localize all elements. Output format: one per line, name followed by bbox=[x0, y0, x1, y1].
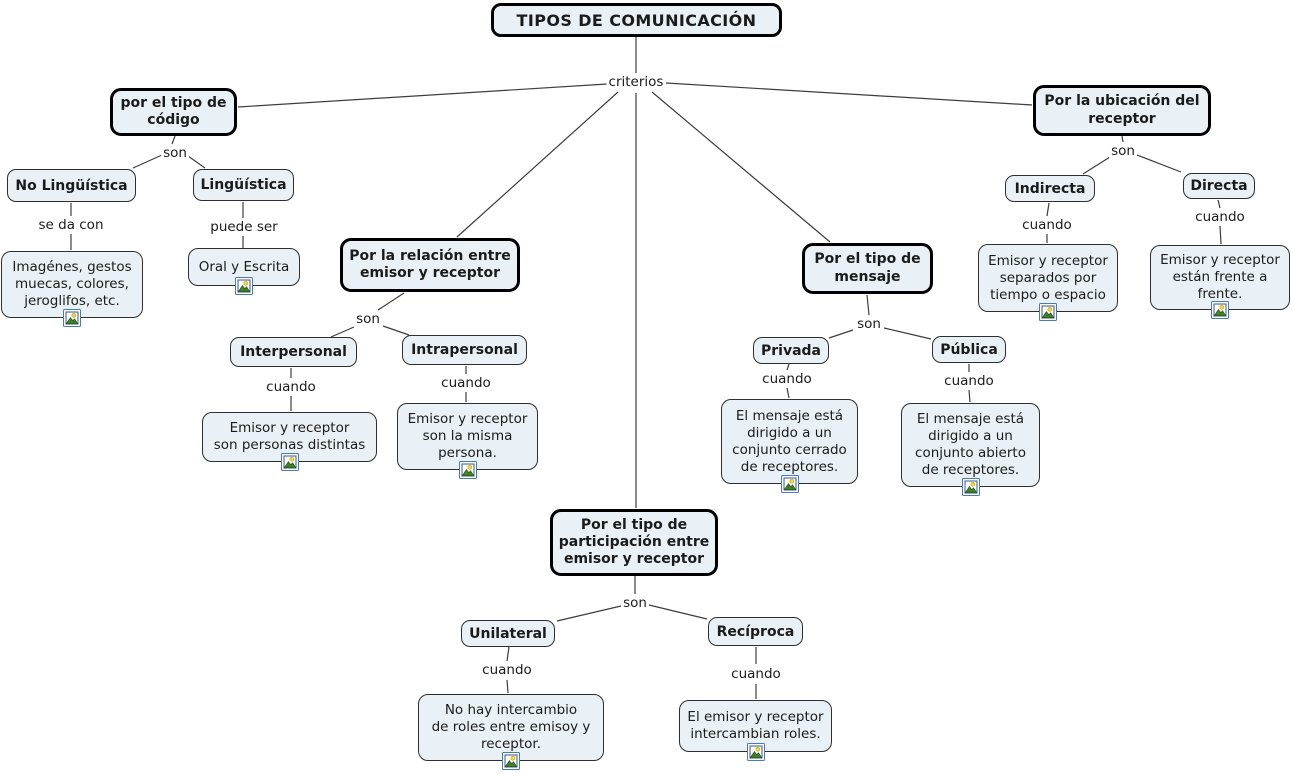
concept-label: por el tipo de código bbox=[120, 94, 227, 128]
desc-label: Emisor y receptor separados por tiempo o… bbox=[988, 252, 1108, 303]
name-label: Unilateral bbox=[469, 625, 547, 642]
node-privada[interactable]: Privada bbox=[753, 337, 829, 364]
link-label-reciproca-cuando[interactable]: cuando bbox=[729, 666, 783, 683]
image-resource-icon[interactable] bbox=[235, 277, 253, 295]
node-personas-distintas[interactable]: Emisor y receptor son personas distintas bbox=[202, 412, 377, 471]
map-title-label: TIPOS DE COMUNICACIÓN bbox=[516, 10, 757, 30]
node-no-linguistica[interactable]: No Lingüística bbox=[7, 169, 136, 202]
image-resource-icon[interactable] bbox=[780, 475, 799, 493]
name-label: Recíproca bbox=[716, 623, 795, 640]
desc-label: El emisor y receptor intercambian roles. bbox=[687, 709, 824, 742]
name-label: Pública bbox=[940, 341, 998, 358]
name-label: Directa bbox=[1190, 178, 1248, 194]
node-por-la-relacion[interactable]: Por la relación entre emisor y receptor bbox=[340, 238, 520, 292]
link-label-directa-cuando[interactable]: cuando bbox=[1193, 209, 1247, 226]
node-reciproca[interactable]: Recíproca bbox=[708, 617, 803, 646]
node-indirecta[interactable]: Indirecta bbox=[1005, 175, 1095, 202]
desc-label: El mensaje está dirigido a un conjunto a… bbox=[915, 411, 1026, 478]
image-resource-icon[interactable] bbox=[280, 453, 299, 471]
node-map-title[interactable]: TIPOS DE COMUNICACIÓN bbox=[491, 3, 782, 37]
link-label-mensaje-son[interactable]: son bbox=[855, 316, 883, 333]
image-resource-icon[interactable] bbox=[1039, 303, 1057, 321]
concept-label: Por el tipo de mensaje bbox=[814, 251, 921, 285]
image-resource-icon[interactable] bbox=[502, 752, 520, 770]
node-por-el-tipo-de-participacion[interactable]: Por el tipo de participación entre emiso… bbox=[550, 509, 718, 576]
node-misma-persona[interactable]: Emisor y receptor son la misma persona. bbox=[397, 403, 538, 479]
link-label-publica-cuando[interactable]: cuando bbox=[942, 373, 996, 390]
node-por-la-ubicacion[interactable]: Por la ubicación del receptor bbox=[1033, 85, 1211, 136]
image-resource-icon[interactable] bbox=[961, 478, 980, 496]
node-interpersonal[interactable]: Interpersonal bbox=[230, 337, 357, 367]
name-label: Lingüística bbox=[200, 177, 287, 193]
name-label: Intrapersonal bbox=[411, 342, 518, 358]
link-label-participacion-son[interactable]: son bbox=[621, 595, 649, 612]
concept-label: Por el tipo de participación entre emiso… bbox=[558, 516, 710, 568]
image-resource-icon[interactable] bbox=[746, 743, 765, 761]
name-label: Interpersonal bbox=[240, 344, 347, 360]
image-resource-icon[interactable] bbox=[63, 309, 81, 327]
desc-label: Emisor y receptor están frente a frente. bbox=[1160, 252, 1280, 302]
concept-label: Por la relación entre emisor y receptor bbox=[349, 247, 511, 281]
node-frente-a-frente[interactable]: Emisor y receptor están frente a frente. bbox=[1150, 245, 1290, 319]
link-label-ubicacion-son[interactable]: son bbox=[1109, 143, 1137, 160]
link-label-indirecta-cuando[interactable]: cuando bbox=[1020, 217, 1074, 234]
node-directa[interactable]: Directa bbox=[1183, 173, 1255, 199]
node-intercambian-roles[interactable]: El emisor y receptor intercambian roles. bbox=[679, 700, 832, 761]
node-por-el-tipo-de-mensaje[interactable]: Por el tipo de mensaje bbox=[802, 243, 933, 294]
node-oral-y-escrita[interactable]: Oral y Escrita bbox=[188, 248, 300, 295]
link-label-interpersonal-cuando[interactable]: cuando bbox=[264, 379, 318, 396]
link-label-privada-cuando[interactable]: cuando bbox=[760, 371, 814, 388]
desc-label: Imagénes, gestos muecas, colores, jerogl… bbox=[12, 259, 132, 309]
node-linguistica[interactable]: Lingüística bbox=[193, 169, 294, 201]
desc-label: Emisor y receptor son personas distintas bbox=[213, 420, 366, 453]
link-label-criterios[interactable]: criterios bbox=[606, 74, 666, 91]
node-conjunto-abierto[interactable]: El mensaje está dirigido a un conjunto a… bbox=[901, 403, 1040, 496]
link-label-puede-ser[interactable]: puede ser bbox=[208, 219, 280, 236]
concept-label: Por la ubicación del receptor bbox=[1044, 93, 1200, 127]
node-intrapersonal[interactable]: Intrapersonal bbox=[402, 335, 527, 365]
link-label-codigo-son[interactable]: son bbox=[161, 145, 189, 162]
node-separados-tiempo-espacio[interactable]: Emisor y receptor separados por tiempo o… bbox=[978, 244, 1118, 321]
desc-label: Oral y Escrita bbox=[198, 258, 290, 275]
desc-label: No hay intercambio de roles entre emisoy… bbox=[431, 702, 591, 752]
image-resource-icon[interactable] bbox=[458, 461, 477, 479]
link-label-relacion-son[interactable]: son bbox=[354, 311, 382, 328]
name-label: Privada bbox=[760, 342, 821, 359]
desc-label: Emisor y receptor son la misma persona. bbox=[407, 411, 528, 461]
desc-label: El mensaje está dirigido a un conjunto c… bbox=[732, 407, 847, 475]
name-label: No Lingüística bbox=[15, 177, 128, 194]
image-resource-icon[interactable] bbox=[1211, 301, 1229, 319]
node-imagenes-gestos[interactable]: Imagénes, gestos muecas, colores, jerogl… bbox=[1, 251, 143, 327]
node-por-el-tipo-de-codigo[interactable]: por el tipo de código bbox=[110, 88, 237, 136]
link-label-intrapersonal-cuando[interactable]: cuando bbox=[439, 375, 493, 392]
name-label: Indirecta bbox=[1014, 180, 1086, 197]
node-publica[interactable]: Pública bbox=[932, 336, 1006, 363]
node-no-hay-intercambio[interactable]: No hay intercambio de roles entre emisoy… bbox=[418, 694, 604, 770]
link-label-se-da-con[interactable]: se da con bbox=[36, 217, 106, 234]
node-conjunto-cerrado[interactable]: El mensaje está dirigido a un conjunto c… bbox=[721, 399, 858, 493]
link-label-unilateral-cuando[interactable]: cuando bbox=[480, 662, 534, 679]
node-unilateral[interactable]: Unilateral bbox=[461, 620, 555, 647]
